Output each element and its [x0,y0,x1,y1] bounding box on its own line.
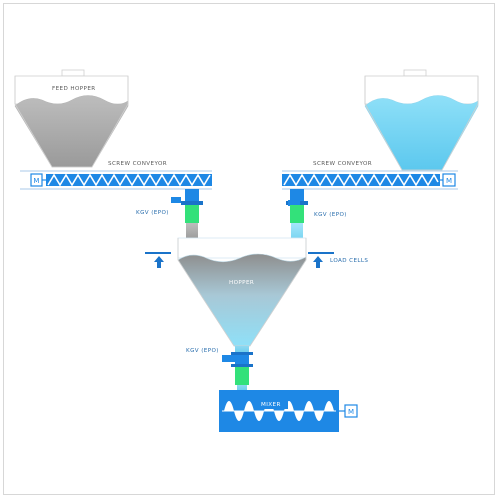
motor-mixer-label: M [348,408,354,416]
motor-left-label: M [33,177,39,185]
hopper-outlet-pipe [235,346,249,352]
motor-mixer [344,404,358,418]
valve-body [185,205,199,223]
load-cell-plate [308,252,334,254]
load-cell-right: LOAD CELLS [308,252,368,268]
feed-hopper-right: FEED HOPPER [364,69,479,171]
diagram-frame [3,3,495,495]
hopper-lid [61,69,85,77]
kgv-valve-bottom: KGV (EPO) [186,346,253,390]
screw-flight [47,173,211,187]
load-cell-arrow-up-icon [313,256,323,268]
feed-hopper-left: FEED HOPPER [14,69,129,168]
kgv-valve-right: KGV (EPO) [286,189,347,238]
screw-conveyor-right-label: SCREW CONVEYOR [313,161,372,167]
downpipe-left [186,223,198,238]
screw-conveyor-right: SCREW CONVEYOR M [282,161,458,190]
mixer-ribbon [224,401,334,421]
kgv-right-label: KGV (EPO) [314,212,347,218]
hopper-outline [364,76,479,171]
motor-right-label: M [446,177,452,185]
valve-body [235,367,249,385]
weigh-hopper: HOPPER [177,237,307,347]
hopper-material [364,95,479,171]
motor-right [442,173,456,187]
screw-flight [283,173,439,187]
kgv-bottom-label: KGV (EPO) [186,348,219,354]
load-cell-arrow-up-icon [154,256,164,268]
screw-conveyor-left-label: SCREW CONVEYOR [108,161,167,167]
hopper-material [14,95,129,168]
mixer: MIXER M [219,390,358,432]
valve-body [290,205,304,223]
load-cell-plate [145,252,171,254]
valve-flange [181,201,203,205]
valve-housing [235,355,249,365]
valve-flange [231,352,253,355]
kgv-valve-left: KGV (EPO) [136,189,203,238]
feed-hopper-left-label: FEED HOPPER [52,86,96,92]
mixer-label-backdrop [258,398,288,409]
valve-flange-top [185,189,199,201]
valve-actuator [222,355,235,362]
load-cell-left [145,252,171,268]
downpipe-right [291,223,303,238]
mixer-inlet-pipe [237,385,247,390]
valve-actuator [288,200,300,206]
screw-conveyor-left: SCREW CONVEYOR M [20,161,212,190]
hopper-lid [403,69,427,77]
valve-flange [231,364,253,367]
kgv-left-label: KGV (EPO) [136,210,169,216]
valve-actuator [171,197,181,203]
weigh-hopper-top-box [177,237,307,259]
hopper-label: HOPPER [229,280,254,286]
load-cells-label: LOAD CELLS [330,258,368,264]
hopper-outline [14,76,129,168]
weigh-hopper-material [177,253,307,347]
motor-left [30,173,43,187]
feed-hopper-right-label: FEED HOPPER [397,86,441,92]
valve-flange-top [290,189,304,201]
mixer-label: MIXER [261,402,281,408]
